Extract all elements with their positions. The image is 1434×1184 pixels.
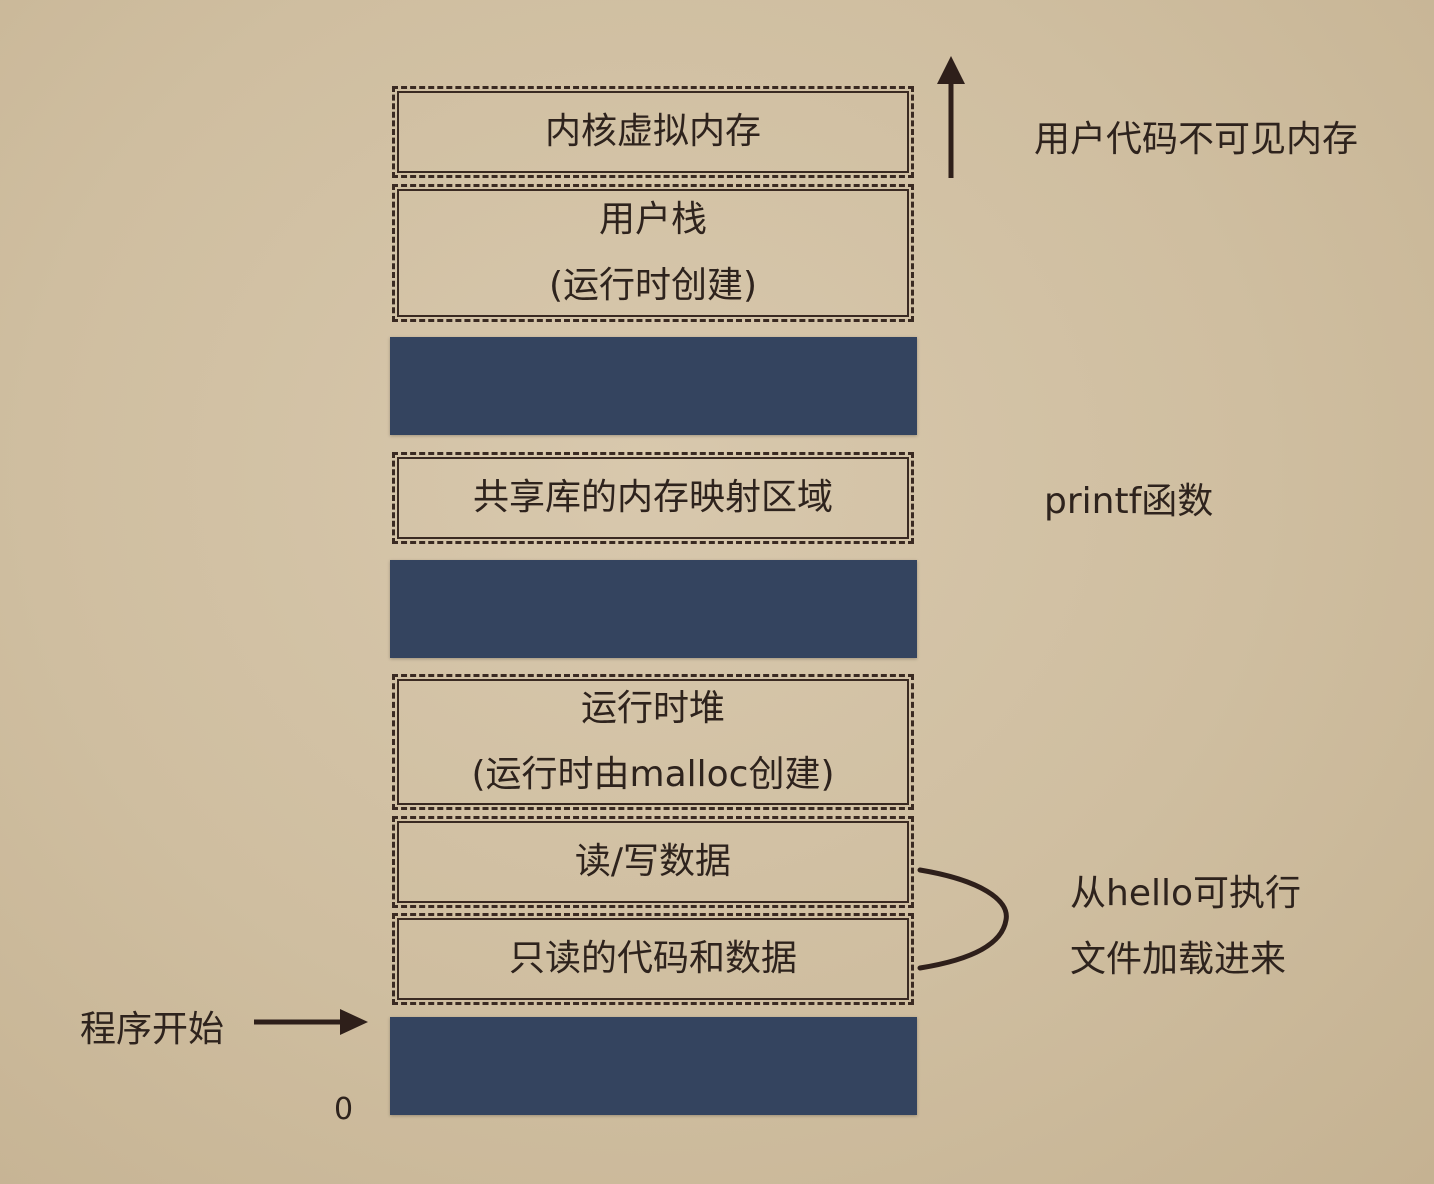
read-only-code-label: 只读的代码和数据 xyxy=(508,938,797,979)
user-stack-sublabel: (运行时创建) xyxy=(548,265,758,306)
kernel-label: 内核虚拟内存 xyxy=(544,111,761,152)
printf-label: printf函数 xyxy=(1044,481,1214,522)
heap-segment: 运行时堆 (运行时由malloc创建) xyxy=(392,674,914,810)
heap-sublabel: (运行时由malloc创建) xyxy=(471,754,835,795)
brace-connector-icon xyxy=(917,867,1009,971)
user-stack-label: 用户栈 xyxy=(598,199,707,240)
read-only-code-segment: 只读的代码和数据 xyxy=(392,913,914,1005)
unmapped-block-bottom xyxy=(390,1017,917,1115)
unmapped-block-2 xyxy=(390,560,917,658)
unmapped-block-1 xyxy=(390,337,917,435)
heap-label: 运行时堆 xyxy=(580,688,725,729)
shared-library-segment: 共享库的内存映射区域 xyxy=(392,452,914,544)
read-write-data-label: 读/写数据 xyxy=(574,841,732,882)
user-stack-segment: 用户栈 (运行时创建) xyxy=(392,184,914,322)
program-start-label: 程序开始 xyxy=(80,1009,225,1050)
up-arrow-icon xyxy=(937,56,965,178)
shared-library-label: 共享库的内存映射区域 xyxy=(472,477,833,518)
loaded-from-label-line2: 文件加载进来 xyxy=(1070,939,1287,980)
loaded-from-label-line1: 从hello可执行 xyxy=(1070,873,1301,914)
read-write-data-segment: 读/写数据 xyxy=(392,816,914,908)
right-arrow-icon xyxy=(254,1009,368,1035)
kernel-virtual-memory-segment: 内核虚拟内存 xyxy=(392,86,914,178)
invisible-memory-label: 用户代码不可见内存 xyxy=(1034,119,1359,160)
address-zero-label: 0 xyxy=(334,1092,354,1127)
